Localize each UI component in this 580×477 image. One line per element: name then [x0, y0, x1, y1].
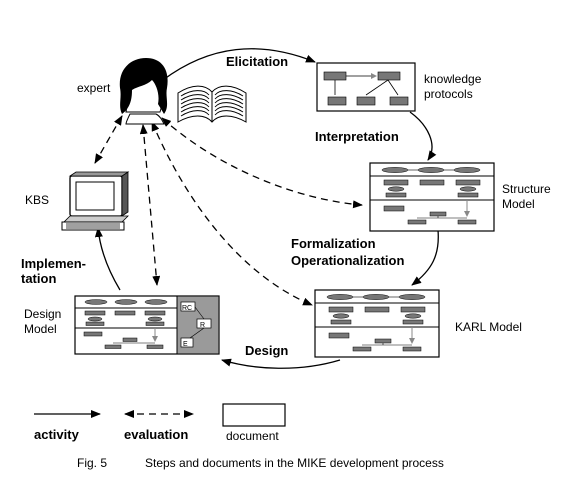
interpretation-label: Interpretation: [315, 129, 399, 144]
structure-model-label-1: Structure: [502, 182, 551, 196]
activity-arrows: [94, 48, 439, 369]
legend-evaluation-label: evaluation: [124, 427, 188, 442]
implementation-arrow: [94, 227, 121, 291]
kbs-label: KBS: [25, 193, 49, 207]
operationalization-label: Operationalization: [291, 253, 404, 268]
karl-model-label: KARL Model: [455, 320, 522, 334]
formalization-arrow: [411, 229, 439, 286]
design-model-document: [74, 295, 220, 355]
design-model-label-2: Model: [24, 322, 57, 336]
legend-activity-label: activity: [34, 427, 80, 442]
expert-design-evaluation: [139, 124, 161, 286]
design-model-label-1: Design: [24, 307, 61, 321]
legend-document-label: document: [226, 429, 279, 443]
interpretation-arrow: [409, 111, 437, 161]
implementation-label-1: Implemen-: [21, 256, 86, 271]
design-label: Design: [245, 343, 288, 358]
figure-number: Fig. 5: [77, 456, 107, 470]
knowledge-protocols-label-2: protocols: [424, 87, 473, 101]
design-tag-rc: RC: [182, 305, 192, 312]
structure-model-document: [369, 162, 495, 232]
implementation-label-2: tation: [21, 271, 56, 286]
formalization-label: Formalization: [291, 236, 376, 251]
karl-model-document: [314, 289, 440, 358]
expert-kbs-evaluation: [94, 115, 123, 164]
legend-document-box: [222, 403, 286, 427]
computer-icon: [61, 171, 130, 231]
evaluation-arrows: [94, 115, 363, 306]
design-tag-r: R: [200, 322, 205, 329]
expert-label: expert: [77, 81, 111, 95]
design-tag-e: E: [183, 341, 188, 348]
book-icon: [177, 85, 247, 123]
knowledge-protocols-label-1: knowledge: [424, 72, 482, 86]
elicitation-label: Elicitation: [226, 54, 288, 69]
expert-icon: [119, 58, 168, 125]
elicitation-arrow: [162, 48, 316, 81]
legend: [34, 403, 286, 427]
figure-caption: Steps and documents in the MIKE developm…: [145, 456, 444, 470]
knowledge-protocols-document: [316, 62, 416, 112]
structure-model-label-2: Model: [502, 197, 535, 211]
design-arrow: [221, 358, 341, 369]
expert-karl-evaluation: [151, 121, 313, 306]
